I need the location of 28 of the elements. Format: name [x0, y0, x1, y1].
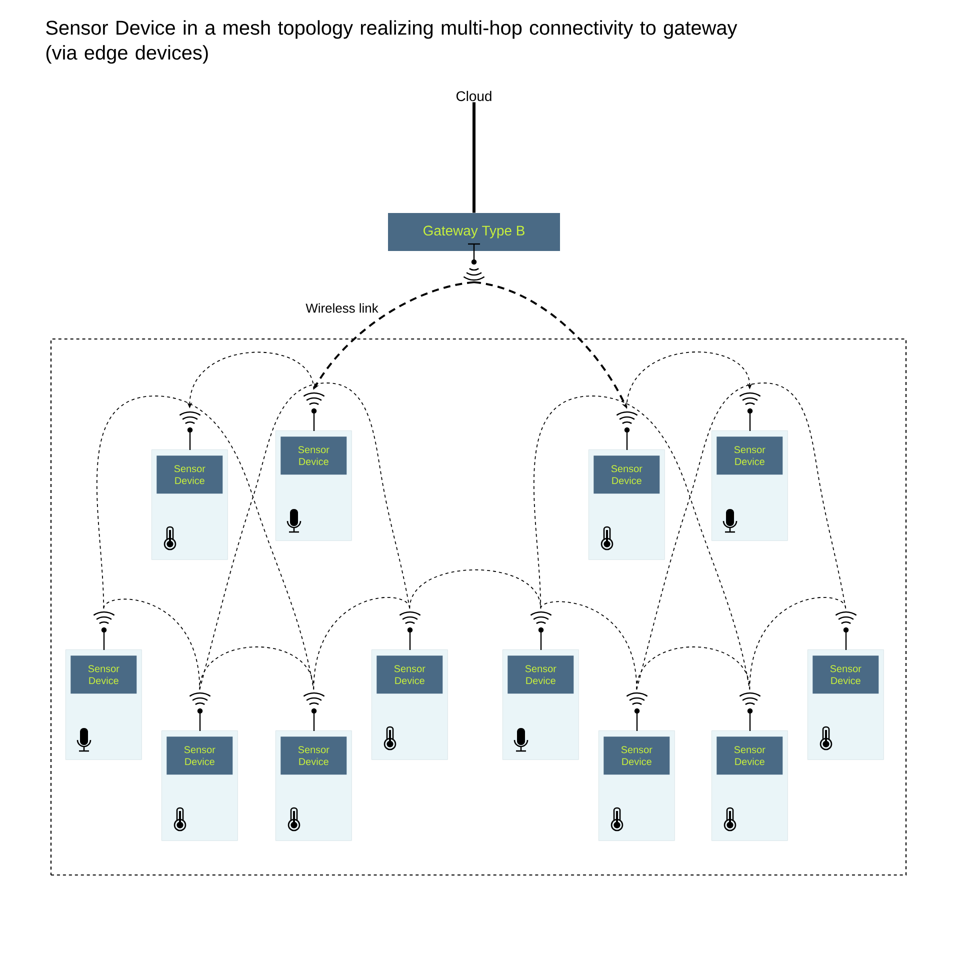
connector [472, 102, 476, 213]
sensor-device-card: Sensor Device [502, 649, 579, 760]
dashed-boundary [50, 338, 907, 876]
sensor-device-card: Sensor Device [807, 649, 884, 760]
sensor-device-card: Sensor Device [275, 430, 352, 541]
sensor-device-card: Sensor Device [711, 730, 788, 841]
sensor-device-card: Sensor Device [275, 730, 352, 841]
sensor-device-card: Sensor Device [711, 430, 788, 541]
sensor-device-card: Sensor Device [588, 449, 665, 560]
connector [199, 382, 410, 690]
sensor-device-card: Sensor Device [598, 730, 675, 841]
connector [636, 646, 750, 690]
connector [749, 597, 846, 690]
cloud-label: Cloud [456, 90, 492, 102]
title: Sensor Device in a mesh topology realizing multi-hop connectivity to gateway (via edge devices) [46, 20, 738, 64]
connector [313, 597, 410, 690]
gateway-box: Gateway Type B [388, 213, 560, 251]
connector [626, 352, 752, 409]
sensor-device-card: Sensor Device [65, 649, 142, 760]
sensor-device-card: Sensor Device [161, 730, 238, 841]
connector [540, 601, 638, 690]
edge-label: Wireless link [306, 303, 378, 313]
connector [409, 569, 542, 609]
connector [199, 646, 314, 690]
connector [636, 382, 846, 690]
sensor-device-card: Sensor Device [151, 449, 228, 560]
connector [534, 396, 750, 690]
sensor-device-card: Sensor Device [371, 649, 448, 760]
